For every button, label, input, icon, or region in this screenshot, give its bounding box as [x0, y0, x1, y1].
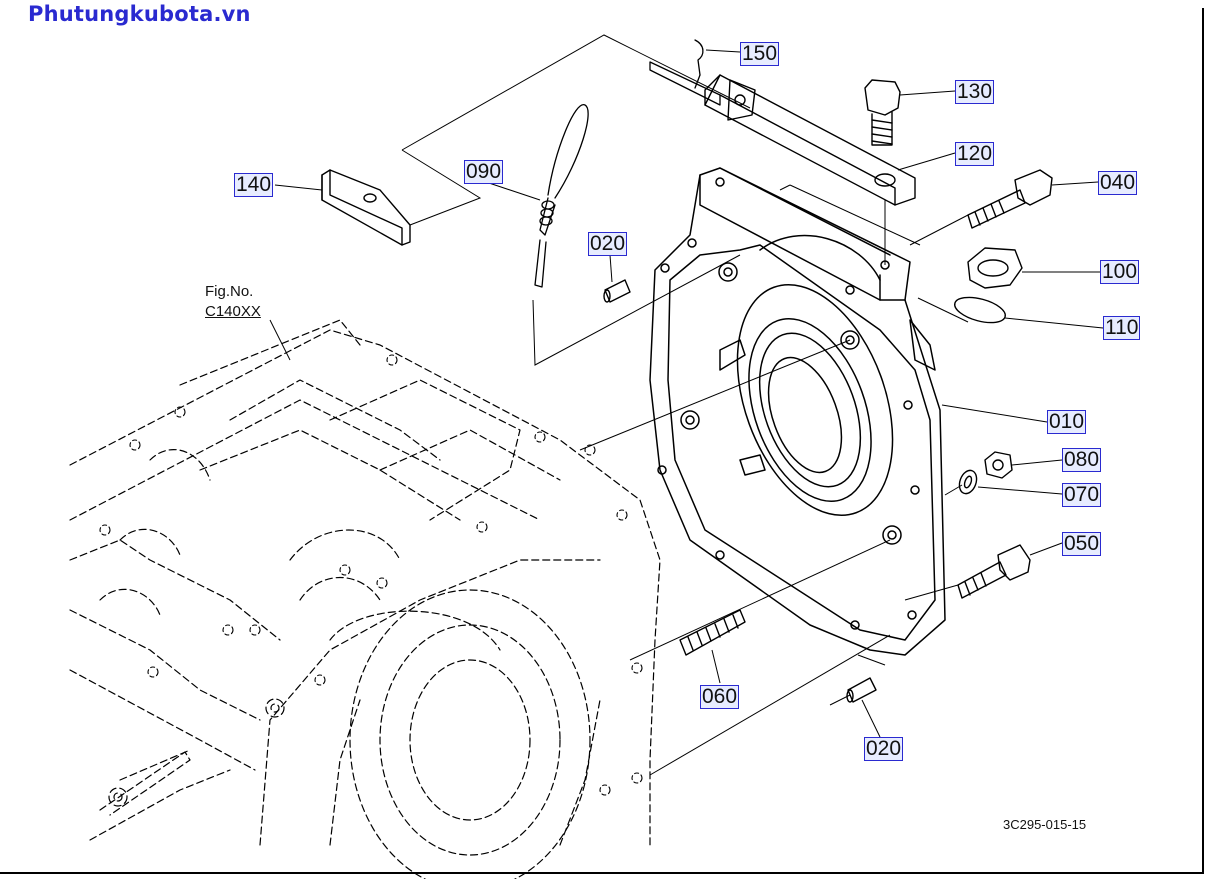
transmission-bore: [99, 589, 601, 879]
leader-lines: [269, 34, 1104, 776]
callout-150[interactable]: 150: [740, 42, 780, 66]
stud-060: [679, 609, 746, 656]
dipstick-090: [534, 104, 589, 288]
callout-010[interactable]: 010: [1047, 410, 1087, 434]
bracket-140: [321, 169, 411, 246]
callout-020-lower[interactable]: 020: [864, 737, 904, 761]
case-bolt-holes: [99, 354, 643, 796]
callout-050[interactable]: 050: [1062, 532, 1102, 556]
transmission-case-outline: [69, 319, 661, 846]
callout-040[interactable]: 040: [1098, 171, 1138, 195]
callout-060[interactable]: 060: [700, 685, 740, 709]
callout-090[interactable]: 090: [464, 160, 504, 184]
washer-070: [958, 469, 978, 495]
plug-100: [967, 247, 1023, 289]
callout-110[interactable]: 110: [1103, 316, 1141, 340]
diagram-frame: [0, 8, 1204, 874]
callout-070[interactable]: 070: [1062, 483, 1102, 507]
callout-120[interactable]: 120: [955, 142, 995, 166]
plate-120: [704, 74, 916, 206]
o-ring-110: [954, 296, 1006, 324]
drawing-code: 3C295-015-15: [1003, 817, 1087, 832]
watermark-text: Phutungkubota.vn: [28, 2, 251, 26]
callout-080[interactable]: 080: [1062, 448, 1102, 472]
figure-ref-link[interactable]: C140XX: [205, 303, 261, 320]
housing-cover: [649, 167, 946, 656]
figure-ref-label: Fig.No.: [205, 283, 254, 300]
callout-140[interactable]: 140: [234, 173, 274, 197]
bolt-130: [864, 79, 901, 146]
callout-020-upper[interactable]: 020: [588, 232, 628, 256]
callout-100[interactable]: 100: [1100, 260, 1140, 284]
callout-130[interactable]: 130: [955, 80, 995, 104]
nut-080: [984, 451, 1013, 479]
dowel-pin-020-upper: [603, 279, 631, 303]
bolt-050: [957, 544, 1031, 599]
bolt-040: [967, 169, 1053, 229]
